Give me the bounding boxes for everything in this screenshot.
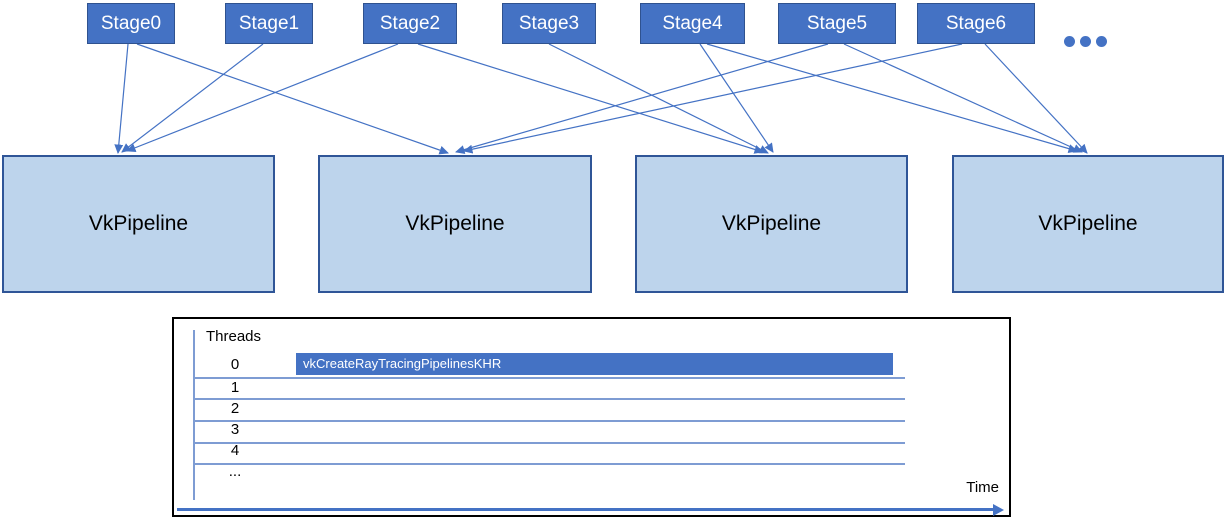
ellipsis-dot	[1080, 36, 1091, 47]
arrow-stage3-to-pipeline-3	[548, 43, 769, 154]
thread-row-label-0: 0	[230, 356, 240, 373]
thread-separator-line	[193, 420, 905, 422]
activity-bar-label: vkCreateRayTracingPipelinesKHR	[303, 356, 502, 371]
stage-box-stage5: Stage5	[778, 3, 896, 44]
thread-separator-line	[193, 377, 905, 379]
vkpipeline-box-1: VkPipeline	[2, 155, 275, 293]
arrow-stage5-to-pipeline-2	[455, 43, 829, 154]
ellipsis-dot	[1064, 36, 1075, 47]
activity-bar: vkCreateRayTracingPipelinesKHR	[296, 353, 893, 375]
vkpipeline-box-4: VkPipeline	[952, 155, 1224, 293]
stage-box-stage1: Stage1	[225, 3, 313, 44]
arrow-stage5-to-pipeline-4	[843, 43, 1083, 153]
timeline-chart: Threads 0 1 2 3 4... vkCreateRayTracingPipel…	[172, 317, 1011, 517]
stage-box-stage0: Stage0	[87, 3, 175, 44]
thread-row-label-3: 3	[230, 421, 240, 438]
stage-box-stage3: Stage3	[502, 3, 596, 44]
arrow-stage0-to-pipeline-1	[114, 43, 129, 154]
time-axis	[177, 508, 995, 511]
thread-separator-line	[193, 398, 905, 400]
thread-row-label-4: 4	[230, 442, 240, 459]
vkpipeline-box-3: VkPipeline	[635, 155, 908, 293]
time-axis-arrowhead	[993, 503, 1004, 516]
chart-vertical-axis	[193, 330, 195, 500]
arrow-stage6-to-pipeline-4	[984, 43, 1088, 154]
stage-box-stage2: Stage2	[363, 3, 457, 44]
arrow-stage2-to-pipeline-3	[417, 43, 764, 154]
arrow-stage6-to-pipeline-2	[463, 43, 963, 154]
stage-box-stage6: Stage6	[917, 3, 1035, 44]
threads-axis-title: Threads	[206, 328, 262, 345]
arrow-stage4-to-pipeline-4	[706, 43, 1078, 153]
arrow-stage1-to-pipeline-1	[121, 43, 264, 153]
ellipsis-dot	[1096, 36, 1107, 47]
arrow-stage4-to-pipeline-3	[699, 43, 774, 153]
arrow-stage2-to-pipeline-1	[126, 43, 399, 153]
time-axis-label: Time	[966, 479, 999, 496]
thread-row-label-2: 2	[230, 400, 240, 417]
stage-box-stage4: Stage4	[640, 3, 745, 44]
thread-row-label-dotdotdot: ...	[228, 463, 242, 480]
arrow-stage0-to-pipeline-2	[136, 43, 449, 155]
thread-separator-line	[193, 442, 905, 444]
vkpipeline-box-2: VkPipeline	[318, 155, 592, 293]
thread-separator-line	[193, 463, 905, 465]
thread-row-label-1: 1	[230, 379, 240, 396]
